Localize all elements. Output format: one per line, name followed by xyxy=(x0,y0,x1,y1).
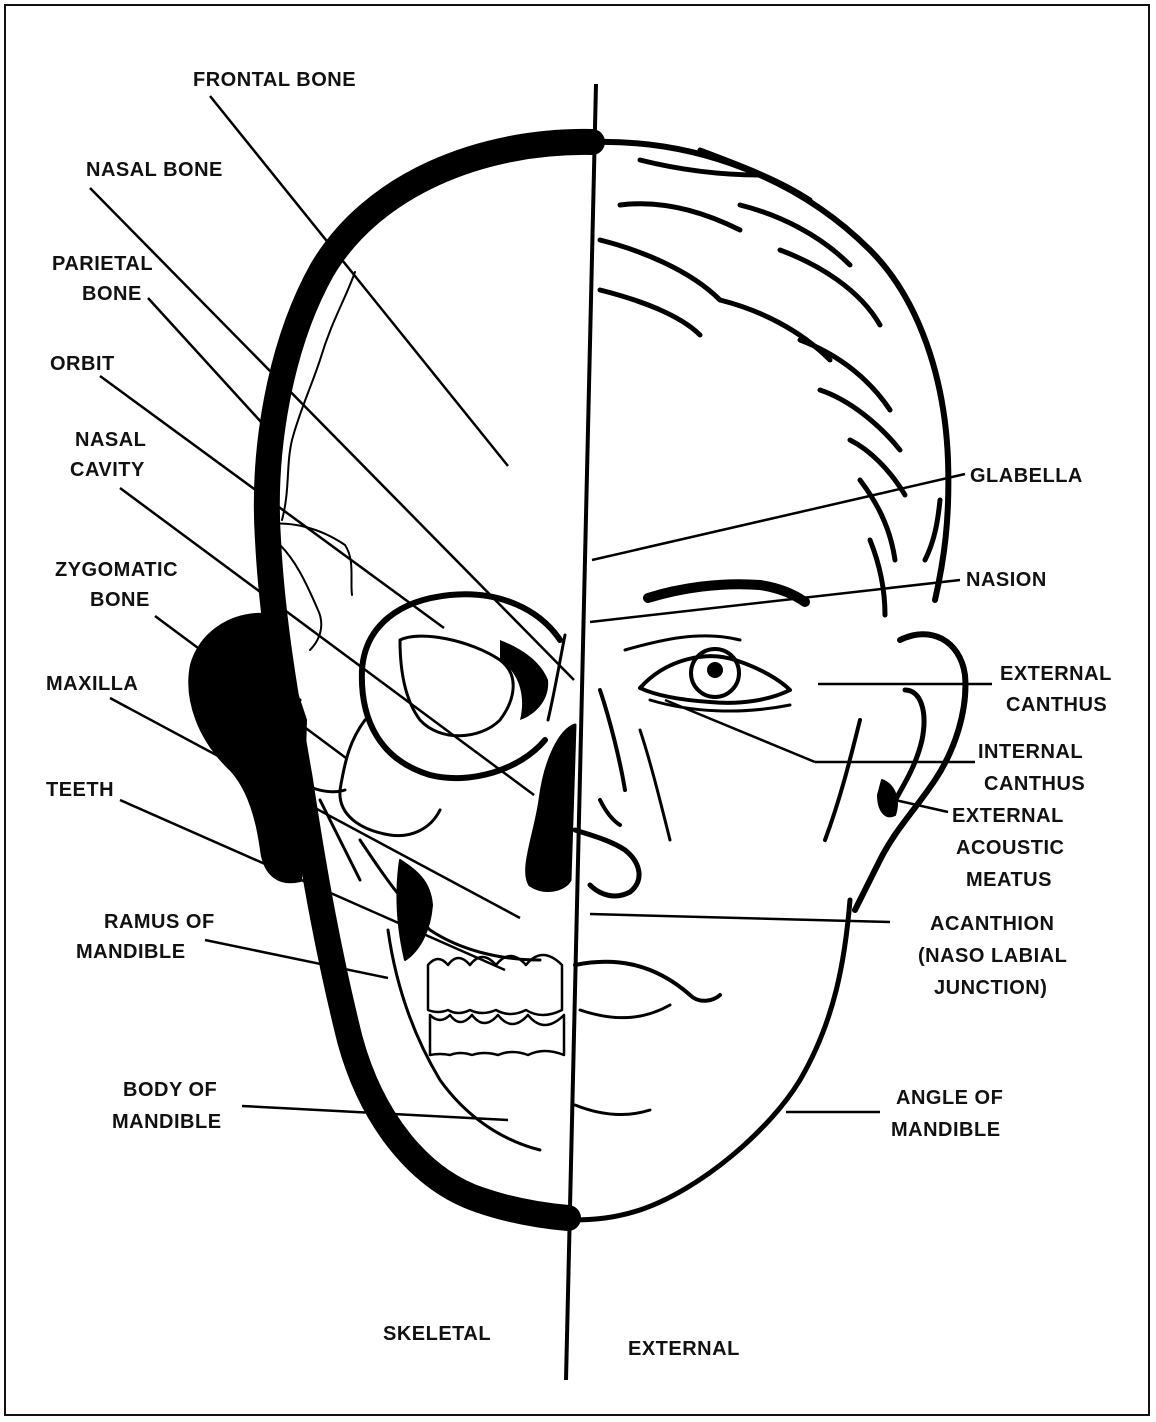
leader-lines xyxy=(90,96,992,1120)
label-teeth: TEETH xyxy=(46,779,114,801)
label-orbit: ORBIT xyxy=(50,353,115,375)
nasal-bone-line xyxy=(548,635,565,720)
label-external-canthus-line2: CANTHUS xyxy=(1006,694,1107,716)
skull-half xyxy=(190,142,592,1218)
label-glabella: GLABELLA xyxy=(970,465,1083,487)
label-nasal-cavity-line1: NASAL xyxy=(75,429,146,451)
leader-ramus-of-mandible xyxy=(205,940,388,978)
label-internal-canthus-line2: CANTHUS xyxy=(984,773,1085,795)
label-nasal-cavity-line2: CAVITY xyxy=(70,459,145,481)
nostril xyxy=(600,800,620,825)
label-internal-canthus-line1: INTERNAL xyxy=(978,741,1083,763)
label-zygomatic-bone-line1: ZYGOMATIC xyxy=(55,559,178,581)
teeth-group xyxy=(428,955,564,1055)
label-ramus-of-mandible-line1: RAMUS OF xyxy=(104,911,215,933)
nose-tip xyxy=(575,830,639,896)
ramus-shape xyxy=(398,860,432,960)
leader-parietal-bone xyxy=(148,298,282,445)
temple-line xyxy=(925,500,940,560)
lower-lip xyxy=(580,1005,670,1018)
lower-teeth xyxy=(430,1015,564,1055)
leader-acanthion xyxy=(590,914,890,922)
hair-strands xyxy=(600,150,905,615)
label-zygomatic-bone-line2: BONE xyxy=(90,589,150,611)
label-external-acoustic-meatus-line2: ACOUSTIC xyxy=(956,837,1064,859)
zygomatic-outline xyxy=(340,720,440,836)
upper-teeth xyxy=(428,955,562,1015)
maxilla-line xyxy=(360,840,540,960)
label-frontal-bone: FRONTAL BONE xyxy=(193,69,356,91)
label-external-canthus-line1: EXTERNAL xyxy=(1000,663,1112,685)
upper-lip xyxy=(575,962,720,1001)
pupil xyxy=(707,662,723,678)
label-maxilla: MAXILLA xyxy=(46,673,138,695)
face-half xyxy=(570,142,965,1220)
label-external: EXTERNAL xyxy=(628,1338,740,1360)
label-nasal-bone: NASAL BONE xyxy=(86,159,223,181)
nasolabial-line xyxy=(640,730,670,840)
label-acanthion-line3: JUNCTION) xyxy=(934,977,1047,999)
chin-line xyxy=(575,1105,650,1115)
label-acanthion-line1: ACANTHION xyxy=(930,913,1055,935)
ear-canal xyxy=(878,780,897,816)
label-body-of-mandible-line2: MANDIBLE xyxy=(112,1111,222,1133)
label-parietal-bone-line1: PARIETAL xyxy=(52,253,153,275)
leader-glabella xyxy=(592,474,965,560)
leader-internal-canthus-diag xyxy=(665,700,815,762)
label-body-of-mandible-line1: BODY OF xyxy=(123,1079,217,1101)
nose-bridge xyxy=(600,690,625,790)
head-outline xyxy=(596,142,948,600)
label-angle-of-mandible-line1: ANGLE OF xyxy=(896,1087,1003,1109)
label-angle-of-mandible-line2: MANDIBLE xyxy=(891,1119,1001,1141)
face-jaw-outline xyxy=(570,900,850,1220)
label-skeletal: SKELETAL xyxy=(383,1323,491,1345)
upper-lid xyxy=(625,636,740,650)
label-acanthion-line2: (NASO LABIAL xyxy=(918,945,1067,967)
label-parietal-bone-line2: BONE xyxy=(82,283,142,305)
label-external-acoustic-meatus-line1: EXTERNAL xyxy=(952,805,1064,827)
label-nasion: NASION xyxy=(966,569,1047,591)
label-ramus-of-mandible-line2: MANDIBLE xyxy=(76,941,186,963)
cheek-line xyxy=(825,720,860,840)
orbit-inner xyxy=(400,636,513,736)
label-external-acoustic-meatus-line3: MEATUS xyxy=(966,869,1052,891)
